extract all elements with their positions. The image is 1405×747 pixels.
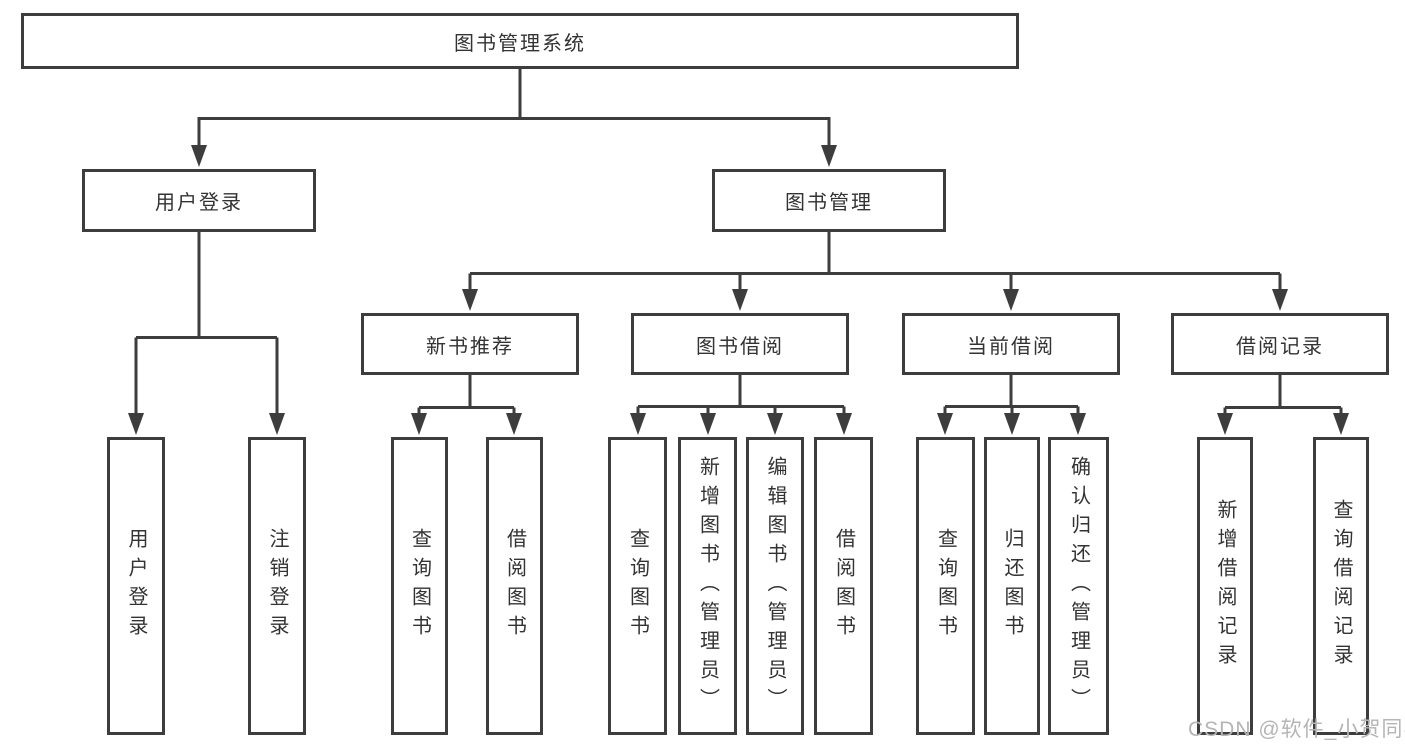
node-root: 图书管理系统 <box>21 13 1019 69</box>
node-book-management: 图书管理 <box>712 169 946 232</box>
leaf-return-books: 归还图书 <box>984 437 1040 735</box>
leaf-edit-books-admin: 编辑图书（管理员） <box>746 437 804 735</box>
leaf-query-books-current: 查询图书 <box>916 437 975 735</box>
node-current-borrow: 当前借阅 <box>902 313 1120 375</box>
leaf-add-borrow-record: 新增借阅记录 <box>1197 437 1253 735</box>
node-book-borrow: 图书借阅 <box>631 313 849 375</box>
leaf-query-books-borrow: 查询图书 <box>608 437 667 735</box>
leaf-confirm-return-admin: 确认归还（管理员） <box>1048 437 1109 735</box>
leaf-borrow-books: 借阅图书 <box>814 437 873 735</box>
leaf-borrow-books-recommend: 借阅图书 <box>486 437 543 735</box>
csdn-watermark: CSDN @软件_小贺同学 <box>1188 718 1405 741</box>
node-user-login-group: 用户登录 <box>82 169 316 232</box>
leaf-query-borrow-record: 查询借阅记录 <box>1313 437 1369 735</box>
node-borrow-records: 借阅记录 <box>1171 313 1389 375</box>
leaf-user-login: 用户登录 <box>107 437 165 735</box>
leaf-logout: 注销登录 <box>248 437 306 735</box>
leaf-add-books-admin: 新增图书（管理员） <box>678 437 737 735</box>
leaf-query-books-recommend: 查询图书 <box>391 437 448 735</box>
node-new-book-recommend: 新书推荐 <box>361 313 579 375</box>
